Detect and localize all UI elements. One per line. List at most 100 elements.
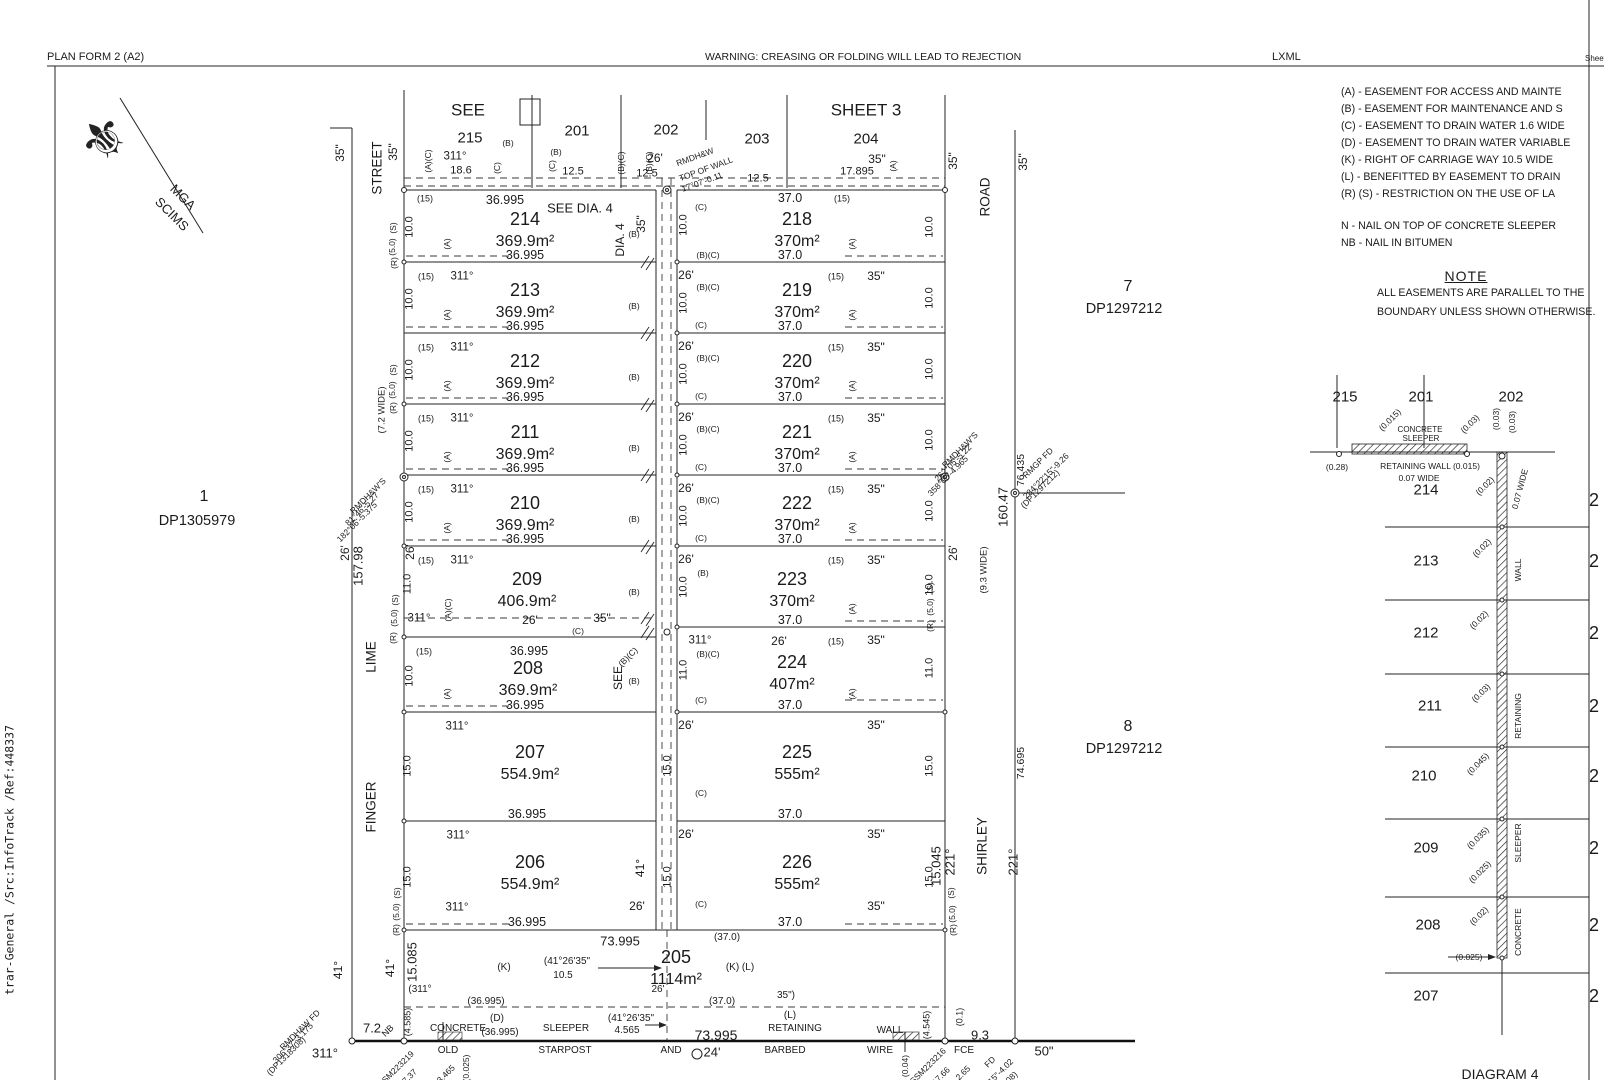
lot-211-area: 369.9m²	[495, 446, 555, 463]
dimension-label: (A)	[846, 522, 857, 534]
dimension-label: 37.0	[777, 806, 803, 821]
dimension-label: 36.995	[505, 247, 545, 262]
survey-mark-legend-item: NB - NAIL IN BITUMEN	[1341, 237, 1453, 249]
dimension-label: (C)	[695, 898, 707, 909]
north-arrow-line	[119, 97, 204, 234]
dimension-label: (5.0)	[946, 905, 957, 923]
lot-223-number: 223	[776, 569, 808, 589]
adjoining-lot-1: 1	[199, 488, 209, 505]
diagram4-lot-213: 213	[1413, 552, 1439, 570]
lot-205-area: 1114m²	[650, 971, 702, 988]
easement-legend-item: (B) - EASEMENT FOR MAINTENANCE AND S	[1341, 103, 1563, 115]
dimension-label: 26'	[678, 268, 694, 282]
dimension-label: 7.2	[362, 1020, 382, 1036]
dimension-label: 10.0	[403, 216, 416, 238]
dimension-label: (B)(C)	[696, 352, 720, 363]
dimension-label: 36.995	[505, 531, 545, 546]
dimension-label: (C)	[491, 162, 502, 174]
adjoining-dp-1297212-top: DP1297212	[1085, 300, 1163, 317]
dimension-label: (A)	[441, 688, 452, 700]
dimension-label: 26'	[678, 718, 694, 732]
dimension-label: (C)	[695, 532, 707, 543]
lot-222-area: 370m²	[774, 517, 820, 534]
easement-legend-item: (R) (S) - RESTRICTION ON THE USE OF LA	[1341, 188, 1556, 200]
dimension-label: 35"	[333, 144, 347, 162]
dimension-label: (A)	[441, 309, 452, 321]
dimension-label: 74.695	[1014, 746, 1027, 780]
dimension-label: 10.0	[677, 214, 690, 236]
dimension-label: (R)	[924, 620, 935, 632]
dimension-label: 2	[1588, 766, 1600, 786]
dimension-label: CONCRETE	[1397, 425, 1443, 434]
dimension-label: 311°	[450, 412, 474, 425]
dimension-label: 311°	[312, 1045, 338, 1061]
dimension-label: (41°26'35"	[607, 1013, 655, 1024]
lot-207-number: 207	[514, 742, 546, 762]
lot-221-number: 221	[781, 422, 813, 442]
dimension-label: 311°	[443, 150, 467, 163]
dimension-label: (C)	[572, 625, 584, 636]
dimension-label: (B)	[628, 371, 640, 382]
dimension-label: (B)(C)	[696, 648, 720, 659]
dimension-label: WALL	[1512, 558, 1523, 582]
dimension-label: 26'	[678, 410, 694, 424]
dimension-label: (15)	[417, 413, 435, 424]
dimension-label: (A)	[441, 522, 452, 534]
dimension-label: 26'	[647, 151, 663, 165]
dimension-label: 10.0	[923, 358, 936, 380]
dimension-label: (A)	[441, 238, 452, 250]
dimension-label: (A)	[846, 309, 857, 321]
dimension-label: 24'	[703, 1044, 721, 1060]
dimension-label: (A)	[887, 160, 898, 172]
dimension-label: 35"	[867, 482, 885, 496]
dimension-label: 4.565	[614, 1025, 640, 1036]
dimension-label: 26'	[678, 339, 694, 353]
dimension-label: (R)	[387, 632, 398, 644]
dimension-label: 35"	[386, 143, 400, 161]
dimension-label: 37.0	[777, 318, 803, 333]
diagram4-lot-210: 210	[1411, 767, 1437, 785]
dimension-label: (0.025)	[1455, 951, 1483, 962]
lot-226-area: 555m²	[774, 876, 820, 893]
dimension-label: BARBED	[764, 1045, 806, 1056]
dimension-label: 37.0	[777, 531, 803, 546]
dimension-label: (15)	[827, 484, 845, 495]
dimension-label: (7.2 WIDE)	[376, 386, 388, 434]
dimension-label: 73.995	[600, 933, 640, 949]
adjoining-lot-7: 7	[1123, 278, 1133, 295]
dimension-label: (5.0)	[386, 381, 397, 399]
diagram4-lot-212: 212	[1413, 624, 1439, 642]
dimension-label: (15)	[827, 413, 845, 424]
lot-206-number: 206	[514, 852, 546, 872]
dimension-label: 35"	[867, 899, 885, 913]
dimension-label: 15.085	[404, 942, 420, 982]
lot-220-number: 220	[781, 351, 813, 371]
dimension-label: (R)	[387, 402, 398, 414]
diagram4-lot-202: 202	[1498, 388, 1524, 406]
dimension-label: 37.0	[777, 247, 803, 262]
dimension-label: RETAINING WALL (0.015)	[1380, 460, 1480, 471]
dimension-label: (A)	[846, 688, 857, 700]
header-code: LXML	[1272, 51, 1301, 63]
lot-220-area: 370m²	[774, 375, 820, 392]
easement-legend-item: (D) - EASEMENT TO DRAIN WATER VARIABLE	[1341, 137, 1571, 149]
dimension-label: (15)	[417, 342, 435, 353]
plan-form-label: PLAN FORM 2 (A2)	[47, 51, 145, 63]
dimension-label: 311°	[688, 634, 712, 647]
dimension-label: 10.0	[403, 665, 416, 687]
dimension-label: 37.0	[777, 460, 803, 475]
lot-222-number: 222	[781, 493, 813, 513]
dimension-label: (A)	[846, 238, 857, 250]
dimension-label: 311°	[445, 720, 469, 733]
diagram4-lot-208: 208	[1415, 916, 1441, 934]
easement-legend-item: (L) - BENEFITTED BY EASEMENT TO DRAIN	[1341, 171, 1561, 183]
dimension-label: 160.47	[995, 487, 1011, 527]
dimension-label: (B)(C)	[696, 423, 720, 434]
headline-see: SEE	[450, 100, 486, 120]
dimension-label: (5.0)	[386, 238, 397, 256]
diagram4-lot-209: 209	[1413, 839, 1439, 857]
dimension-label: 50"	[1034, 1043, 1054, 1059]
dimension-label: 17.895	[840, 165, 874, 178]
